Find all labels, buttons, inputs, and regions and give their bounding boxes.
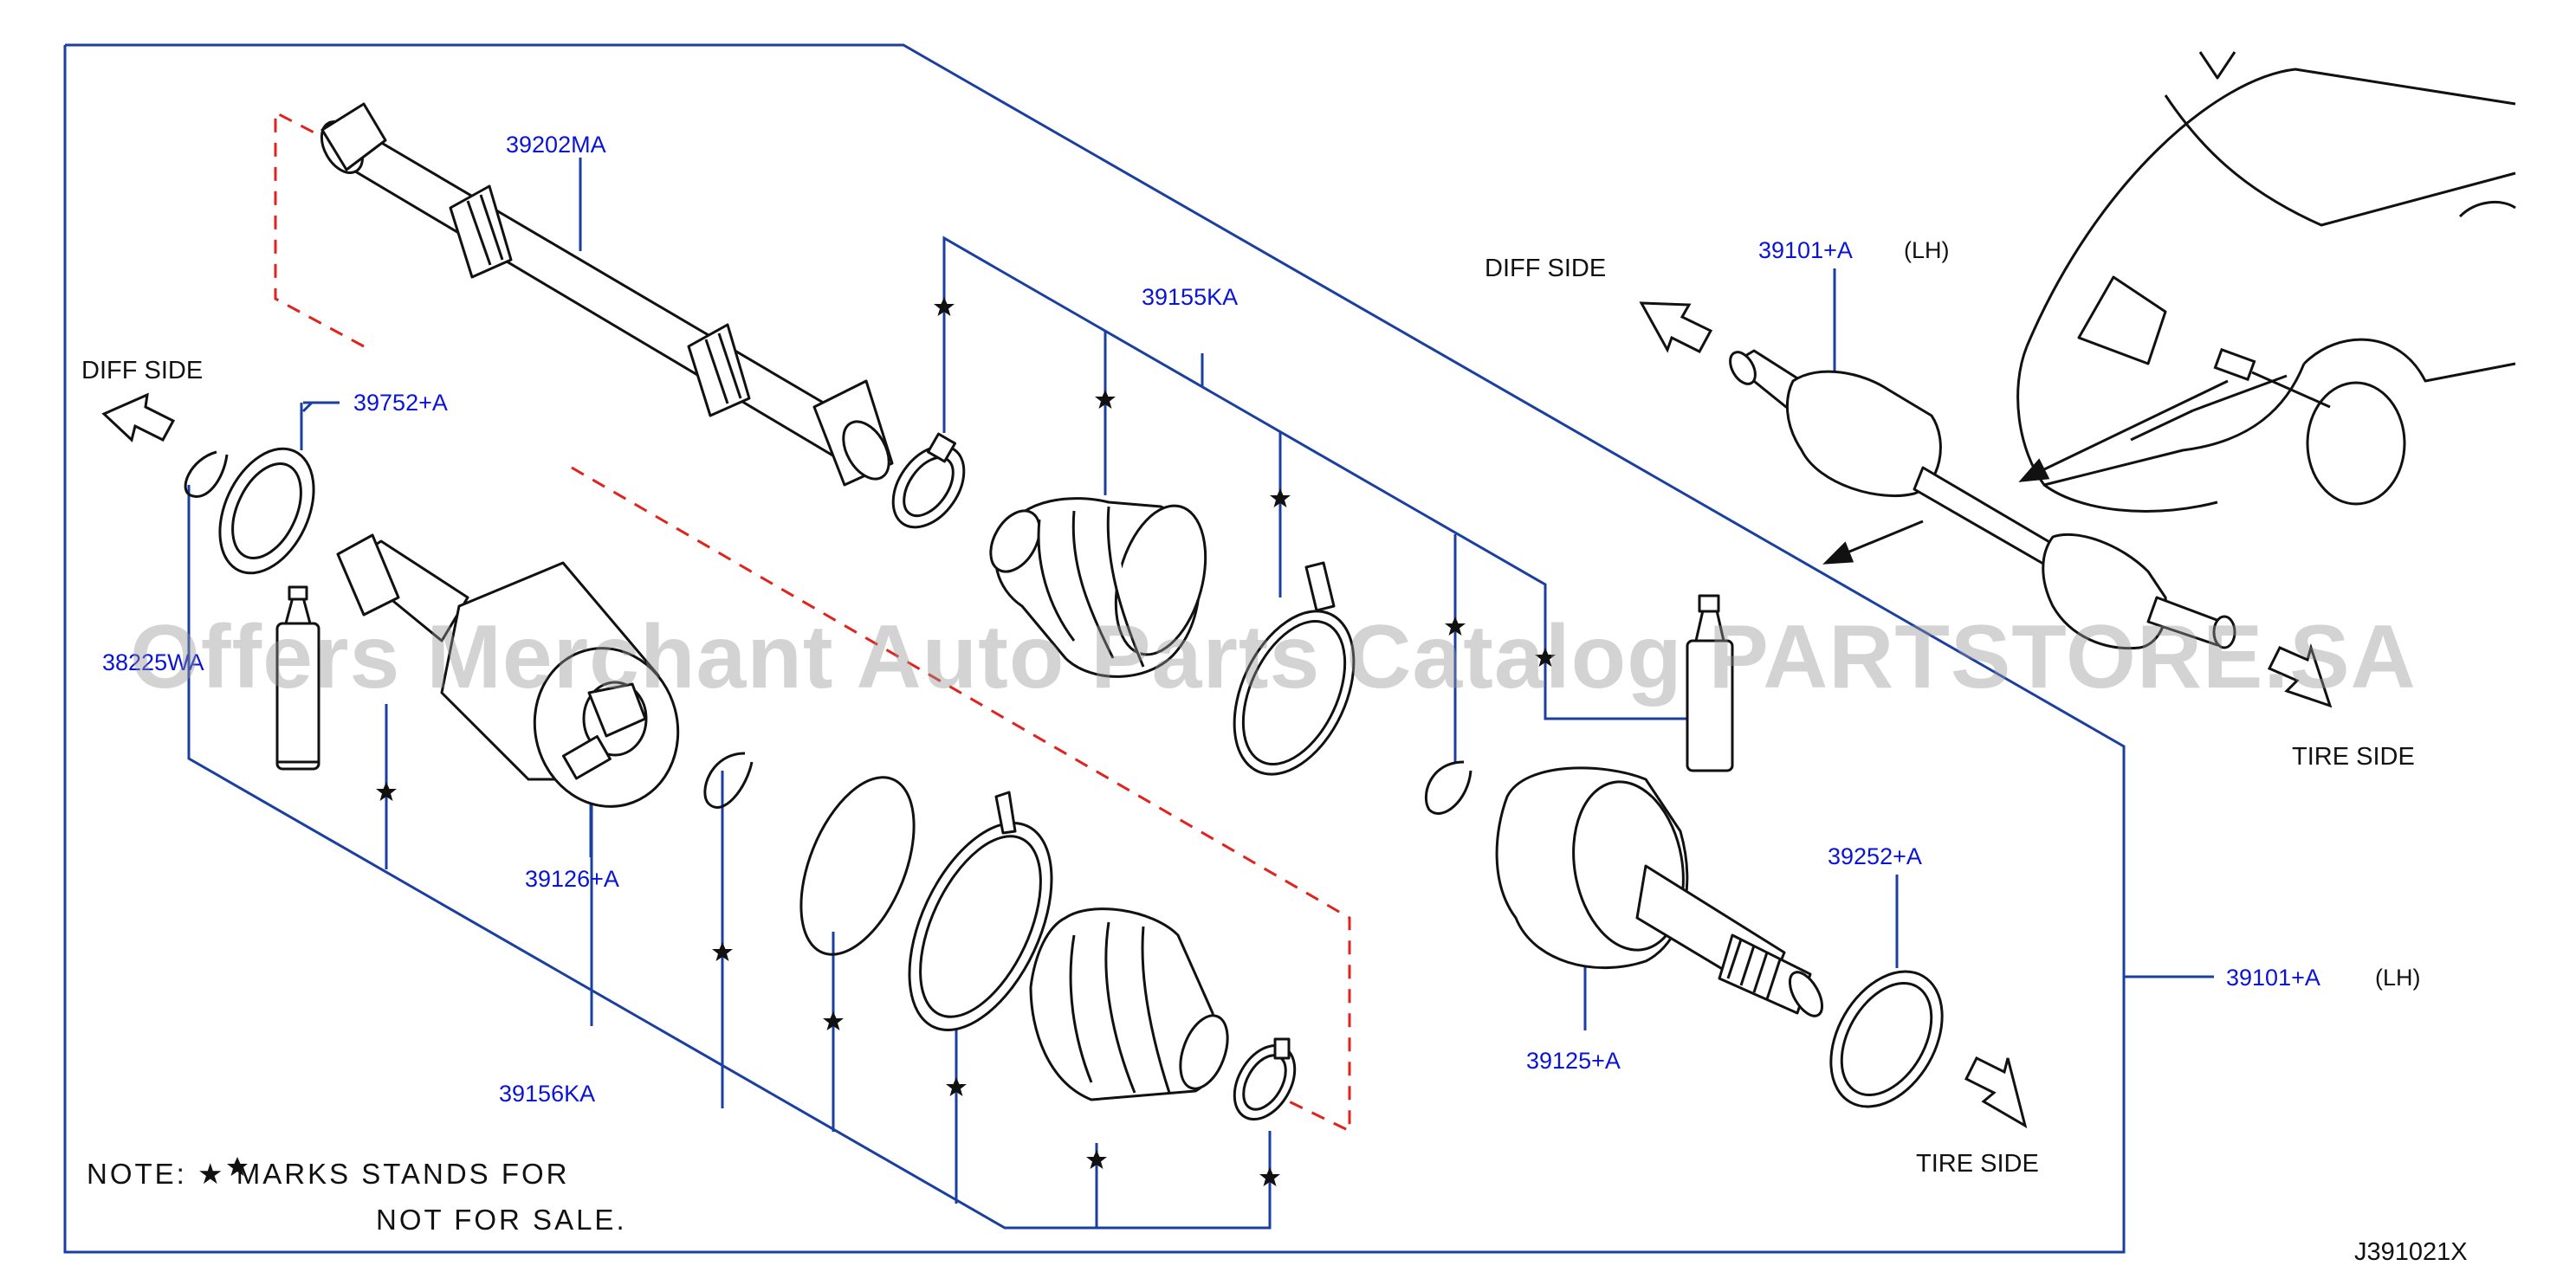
leader-lines xyxy=(187,158,2214,1230)
diff-side-arrow-inset xyxy=(1639,301,1713,353)
not-for-sale-markers xyxy=(227,297,1556,1186)
boot-lower xyxy=(1029,907,1229,1101)
label-39101a-inset: 39101+A xyxy=(1758,237,1853,263)
note-line-2: NOT FOR SALE. xyxy=(376,1204,627,1236)
label-39752a: 39752+A xyxy=(353,390,448,416)
label-39155ka: 39155KA xyxy=(1142,284,1239,310)
frame-outline xyxy=(63,43,2126,1254)
watermark: Offers Merchant Auto Parts Catalog PARTS… xyxy=(130,607,2417,707)
diagram-code: J391021X xyxy=(2354,1238,2468,1266)
lower-ring xyxy=(799,776,916,956)
snap-ring-right xyxy=(1424,760,1472,815)
grease-tube-left xyxy=(275,585,320,771)
outer-joint-39125a xyxy=(1495,766,1824,1017)
diff-seal-39752a xyxy=(218,447,315,575)
dust-cover-39252a xyxy=(1829,970,1944,1108)
label-diff-side-left: DIFF SIDE xyxy=(81,357,204,384)
vehicle-inset xyxy=(2016,51,2516,513)
alignment-dashed-lines xyxy=(274,110,1351,1133)
abs-sensor xyxy=(2213,347,2331,409)
direction-arrows xyxy=(101,301,2333,1129)
label-38225wa: 38225WA xyxy=(102,649,204,675)
grease-tube-right xyxy=(1686,594,1734,772)
lower-band-2 xyxy=(1233,1037,1297,1121)
lower-band-1 xyxy=(908,791,1053,1032)
label-39156ka: 39156KA xyxy=(499,1081,596,1107)
label-39125a: 39125+A xyxy=(1526,1048,1621,1074)
parts xyxy=(184,51,2516,1121)
tire-side-arrow-inset xyxy=(2267,642,2333,708)
note-line-1: NOTE: ★ MARKS STANDS FOR xyxy=(87,1158,570,1190)
shaft-39202ma xyxy=(320,102,894,487)
label-39126a: 39126+A xyxy=(525,866,619,892)
label-diff-side-inset: DIFF SIDE xyxy=(1485,255,1607,282)
label-lh-main: (LH) xyxy=(2375,965,2421,991)
diff-side-arrow-left xyxy=(101,392,176,442)
label-39101a-main: 39101+A xyxy=(2226,965,2320,991)
label-39252a: 39252+A xyxy=(1828,843,1922,869)
snap-ring-center xyxy=(703,752,754,809)
boot-band-upper-2 xyxy=(1233,561,1356,776)
drive-shaft-inset xyxy=(1729,349,2236,650)
label-39202ma: 39202MA xyxy=(506,132,606,158)
boot-upper xyxy=(989,497,1207,678)
label-tire-side-bottom: TIRE SIDE xyxy=(1916,1150,2039,1178)
label-tire-side-inset: TIRE SIDE xyxy=(2292,743,2415,771)
inner-joint-39126a xyxy=(336,533,680,808)
tire-side-arrow-bottom xyxy=(1964,1056,2028,1129)
snap-ring-left xyxy=(184,450,229,498)
boot-band-upper-1 xyxy=(891,432,966,529)
label-lh-inset: (LH) xyxy=(1904,237,1950,263)
